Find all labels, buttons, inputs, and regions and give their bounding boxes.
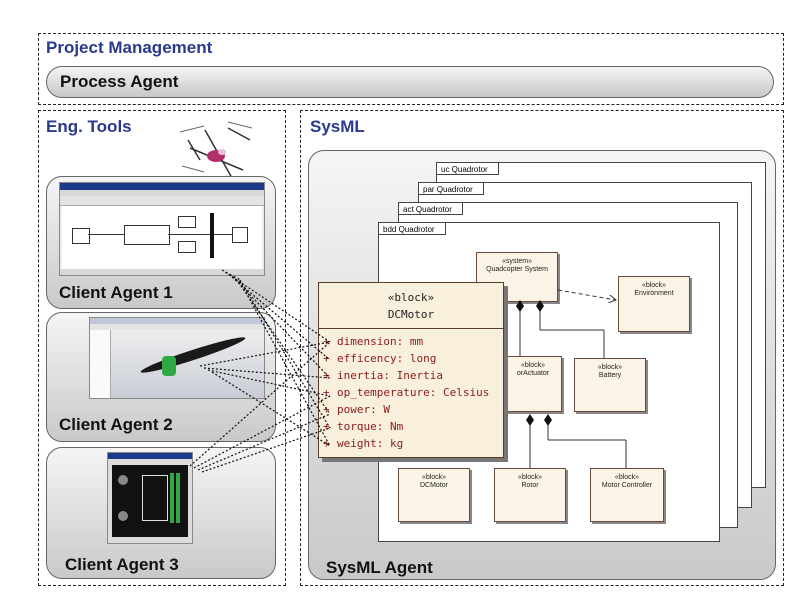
block-stereotype: «block» [520,362,546,369]
client-agent-2-label: Client Agent 2 [59,415,173,434]
uc-frame-tab: uc Quadrotor [436,162,499,175]
dcmotor-name: DCMotor [387,308,435,321]
rotor-block[interactable]: «block» Rotor [494,468,566,522]
block-stereotype: «block» [517,474,543,481]
block-stereotype: «block» [614,474,640,481]
attribute-row[interactable]: + weight: kg [319,435,503,452]
project-management-region [38,33,784,105]
attribute-text: efficency: long [337,352,437,365]
attribute-row[interactable]: + op_temperature: Celsius [319,384,503,401]
actuator-block[interactable]: «block» orActuator [504,356,562,412]
visibility-plus: + [323,369,330,382]
visibility-plus: + [323,335,330,348]
visibility-plus: + [323,403,330,416]
attribute-text: torque: Nm [337,420,404,433]
dcmotor-attribute-list: + dimension: mm + efficency: long + inertia… [319,329,503,452]
block-stereotype: «block» [641,282,667,289]
motor-controller-block[interactable]: «block» Motor Controller [590,468,664,522]
simulink-model-screenshot [59,182,265,276]
attribute-row[interactable]: + dimension: mm [319,333,503,350]
eng-tools-title: Eng. Tools [46,117,132,136]
block-stereotype: «system» [502,258,532,265]
attribute-row[interactable]: + torque: Nm [319,418,503,435]
client-agent-1-label: Client Agent 1 [59,283,173,302]
attribute-text: dimension: mm [337,335,424,348]
battery-block[interactable]: «block» Battery [574,358,646,412]
sysml-title: SysML [310,117,365,136]
dcmotor-block[interactable]: «block» DCMotor + dimension: mm + efficenc… [318,282,504,458]
block-stereotype: «block» [421,474,447,481]
block-name: DCMotor [419,482,448,489]
par-frame-tab: par Quadrotor [418,182,484,195]
dcmotor-small-block[interactable]: «block» DCMotor [398,468,470,522]
block-name: Motor Controller [601,482,653,489]
client-agent-3-label: Client Agent 3 [65,555,179,574]
process-agent-label: Process Agent [60,72,179,91]
cad-propeller-screenshot [89,317,265,399]
client-agent-3-card[interactable]: Client Agent 3 [46,447,276,579]
bdd-frame-tab: bdd Quadrotor [378,222,446,235]
block-name: Quadcopter System [486,266,548,273]
attribute-row[interactable]: + efficency: long [319,350,503,367]
block-stereotype: «block» [597,364,623,371]
visibility-plus: + [323,420,330,433]
dcmotor-block-header: «block» DCMotor [319,283,503,329]
act-frame-tab: act Quadrotor [398,202,463,215]
dcmotor-stereotype: «block» [387,291,435,304]
client-agent-2-card[interactable]: Client Agent 2 [46,312,276,442]
attribute-text: power: W [337,403,390,416]
attribute-text: op_temperature: Celsius [337,386,490,399]
attribute-row[interactable]: + inertia: Inertia [319,367,503,384]
block-name: orActuator [516,370,550,377]
attribute-text: inertia: Inertia [337,369,443,382]
visibility-plus: + [323,352,330,365]
attribute-row[interactable]: + power: W [319,401,503,418]
sysml-agent-label: SysML Agent [326,558,433,577]
process-agent-bar[interactable] [46,66,774,98]
block-name: Rotor [521,482,539,489]
project-management-title: Project Management [46,38,213,57]
pcb-layout-screenshot [107,452,193,544]
client-agent-1-card[interactable]: Client Agent 1 [46,176,276,309]
visibility-plus: + [323,386,330,399]
block-name: Battery [598,372,622,379]
block-name: Environment [634,290,674,297]
environment-block[interactable]: «block» Environment [618,276,690,332]
visibility-plus: + [323,437,330,450]
attribute-text: weight: kg [337,437,404,450]
